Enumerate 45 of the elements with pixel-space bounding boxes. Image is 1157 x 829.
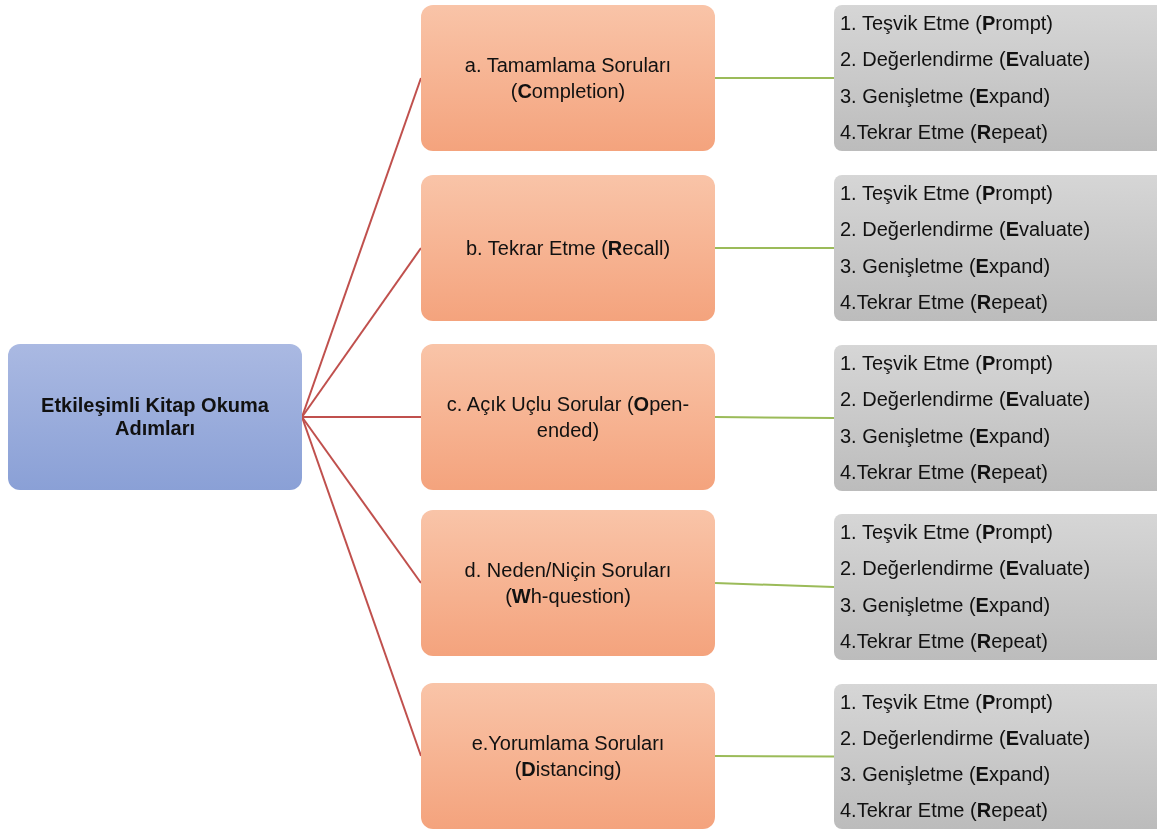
step-text: 2. Değerlendirme (Evaluate) [840,726,1091,750]
category-box [421,5,715,151]
connector-line [714,247,835,249]
category-box [421,683,715,829]
steps-box [834,175,1157,321]
connector-line [301,247,422,418]
node-label: Etkileşimli Kitap Okuma Adımları [40,394,270,440]
step-text: 2. Değerlendirme (Evaluate) [840,557,1091,581]
step-text: 4.Tekrar Etme (Repeat) [840,121,1048,145]
step-text: 1. Teşvik Etme (Prompt) [840,520,1054,544]
step-text: 3. Genişletme (Expand) [840,84,1051,108]
category-box [421,510,715,656]
step-text: 3. Genişletme (Expand) [840,424,1051,448]
root-box [8,344,302,490]
connector-line [714,755,835,758]
node-label: a. Tamamlama Soruları (Completion) [463,53,673,104]
step-text: 4.Tekrar Etme (Repeat) [840,291,1048,315]
steps-box [834,514,1157,660]
connector-line [714,416,835,419]
step-text: 1. Teşvik Etme (Prompt) [840,351,1054,375]
step-text: 3. Genişletme (Expand) [840,254,1051,278]
category-box [421,175,715,321]
step-text: 4.Tekrar Etme (Repeat) [840,799,1048,823]
node-label: c. Açık Uçlu Sorular (Open-ended) [445,392,691,443]
step-text: 3. Genişletme (Expand) [840,763,1051,787]
connector-line [301,416,422,418]
step-text: 1. Teşvik Etme (Prompt) [840,11,1054,35]
step-text: 4.Tekrar Etme (Repeat) [840,461,1048,485]
step-text: 1. Teşvik Etme (Prompt) [840,181,1054,205]
step-text: 1. Teşvik Etme (Prompt) [840,690,1054,714]
connector-line [301,416,422,584]
step-text: 3. Genişletme (Expand) [840,593,1051,617]
step-text: 2. Değerlendirme (Evaluate) [840,48,1091,72]
node-label: e.Yorumlama Soruları (Distancing) [470,731,666,782]
step-text: 2. Değerlendirme (Evaluate) [840,388,1091,412]
node-label: b. Tekrar Etme (Recall) [465,236,671,261]
steps-box [834,684,1157,829]
step-text: 4.Tekrar Etme (Repeat) [840,630,1048,654]
steps-box [834,5,1157,151]
category-box [421,344,715,490]
step-text: 2. Değerlendirme (Evaluate) [840,218,1091,242]
connector-line [714,582,835,588]
connector-line [714,77,835,79]
node-label: d. Neden/Niçin Soruları (Wh-question) [463,558,673,609]
steps-box [834,345,1157,491]
